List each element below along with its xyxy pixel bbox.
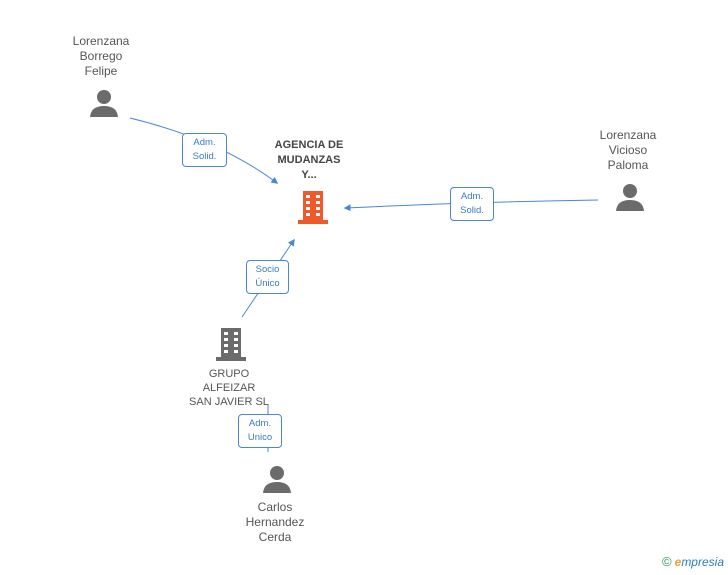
- edge-label-top-left[interactable]: Adm. Solid.: [182, 133, 227, 167]
- person-icon[interactable]: [262, 464, 292, 494]
- node-person-right-label[interactable]: Lorenzana Vicioso Paloma: [599, 128, 657, 172]
- node-company-grupo-label[interactable]: GRUPO ALFEIZAR SAN JAVIER SL: [189, 368, 269, 408]
- person-icon[interactable]: [89, 88, 119, 118]
- empresia-logo[interactable]: ©empresia: [662, 554, 724, 569]
- node-person-top-left-label[interactable]: Lorenzana Borrego Felipe: [72, 34, 130, 78]
- edge-label-grupo[interactable]: Socio Único: [246, 260, 289, 294]
- person-icon[interactable]: [615, 182, 645, 212]
- edge-label-right[interactable]: Adm. Solid.: [450, 187, 494, 221]
- node-person-bottom-label[interactable]: Carlos Hernandez Cerda: [245, 500, 305, 544]
- building-icon[interactable]: [215, 326, 247, 362]
- copyright-icon: ©: [662, 554, 672, 569]
- node-center-company-label[interactable]: AGENCIA DE MUDANZAS Y...: [274, 139, 344, 181]
- edge-label-bottom[interactable]: Adm. Unico: [238, 414, 282, 448]
- building-icon[interactable]: [297, 189, 329, 225]
